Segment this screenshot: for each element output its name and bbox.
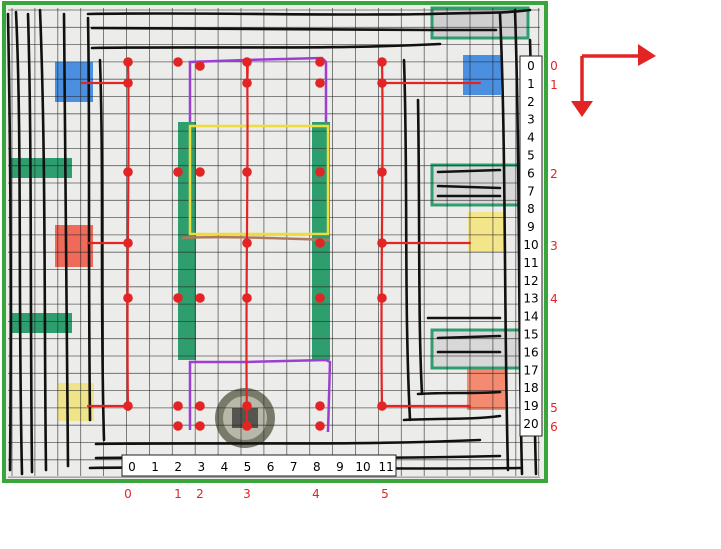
waypoint-dot [173, 167, 183, 177]
wall-line [418, 392, 500, 394]
waypoint-dot [377, 167, 387, 177]
waypoint-dot [315, 167, 325, 177]
waypoint-x-label: 4 [312, 487, 320, 501]
x-grid-label: 3 [197, 460, 205, 474]
waypoint-dot [195, 61, 205, 71]
waypoint-y-label: 3 [550, 239, 558, 253]
red-patch-left [55, 225, 93, 267]
waypoint-x-label: 1 [174, 487, 182, 501]
direction-arrow-icon [571, 44, 656, 117]
y-grid-label: 3 [527, 113, 535, 127]
waypoint-dot [195, 167, 205, 177]
waypoint-dot [315, 57, 325, 67]
x-grid-label: 9 [336, 460, 344, 474]
blue-patch-right [463, 55, 501, 95]
y-grid-label: 0 [527, 59, 535, 73]
waypoint-dot [315, 401, 325, 411]
path-line [127, 62, 128, 410]
waypoint-y-label: 0 [550, 59, 558, 73]
waypoint-dot [173, 57, 183, 67]
waypoint-y-label: 6 [550, 420, 558, 434]
y-grid-label: 14 [523, 310, 538, 324]
x-grid-label: 0 [128, 460, 136, 474]
waypoint-dot [123, 401, 133, 411]
y-grid-label: 7 [527, 184, 535, 198]
x-grid-label: 2 [174, 460, 182, 474]
x-grid-label: 1 [151, 460, 159, 474]
waypoint-dot [242, 421, 252, 431]
waypoint-dot [123, 293, 133, 303]
waypoint-dot [195, 293, 205, 303]
waypoint-dot [377, 238, 387, 248]
x-grid-label: 10 [355, 460, 370, 474]
waypoint-dot [173, 421, 183, 431]
waypoint-x-label: 2 [196, 487, 204, 501]
waypoint-dot [242, 401, 252, 411]
y-grid-label: 2 [527, 95, 535, 109]
waypoint-dot [377, 78, 387, 88]
y-grid-label: 8 [527, 202, 535, 216]
waypoint-x-label: 5 [381, 487, 389, 501]
y-grid-label: 13 [523, 292, 538, 306]
waypoint-dot [377, 293, 387, 303]
waypoint-dot [377, 57, 387, 67]
waypoint-dot [242, 238, 252, 248]
y-grid-label: 6 [527, 166, 535, 180]
path-line [381, 62, 382, 406]
y-grid-label: 19 [523, 399, 538, 413]
x-grid-label: 5 [244, 460, 252, 474]
wall-line [88, 18, 90, 420]
x-grid-label: 8 [313, 460, 321, 474]
y-grid-label: 20 [523, 417, 538, 431]
waypoint-y-label: 5 [550, 401, 558, 415]
waypoint-dot [123, 78, 133, 88]
waypoint-dot [195, 401, 205, 411]
waypoint-y-label: 4 [550, 292, 558, 306]
x-grid-label: 7 [290, 460, 298, 474]
waypoint-dot [242, 57, 252, 67]
y-grid-label: 18 [523, 381, 538, 395]
waypoint-y-label: 1 [550, 78, 558, 92]
waypoint-dot [315, 238, 325, 248]
waypoint-x-label: 0 [124, 487, 132, 501]
waypoint-dot [242, 293, 252, 303]
waypoint-dot [123, 238, 133, 248]
y-grid-label: 9 [527, 220, 535, 234]
waypoint-y-label: 2 [550, 167, 558, 181]
red-patch-right [467, 368, 505, 410]
y-grid-label: 5 [527, 149, 535, 163]
y-grid-label: 1 [527, 77, 535, 91]
waypoint-dot [242, 167, 252, 177]
waypoint-dot [242, 78, 252, 88]
robot-icon [215, 388, 275, 448]
waypoint-x-label: 3 [243, 487, 251, 501]
waypoint-dot [173, 293, 183, 303]
waypoint-dot [173, 401, 183, 411]
y-grid-label: 17 [523, 363, 538, 377]
y-grid-label: 11 [523, 256, 538, 270]
x-grid-label: 11 [378, 460, 393, 474]
y-grid-label: 10 [523, 238, 538, 252]
x-grid-label: 6 [267, 460, 275, 474]
wall-line [88, 13, 430, 14]
waypoint-dot [195, 421, 205, 431]
x-grid-label: 4 [221, 460, 229, 474]
waypoint-dot [315, 293, 325, 303]
y-grid-label: 15 [523, 328, 538, 342]
y-grid-label: 12 [523, 274, 538, 288]
waypoint-dot [123, 167, 133, 177]
y-grid-label: 4 [527, 131, 535, 145]
waypoint-dot [377, 401, 387, 411]
waypoint-dot [315, 421, 325, 431]
green-bar-left [178, 122, 196, 360]
waypoint-dot [315, 78, 325, 88]
waypoint-dot [123, 57, 133, 67]
y-grid-label: 16 [523, 345, 538, 359]
